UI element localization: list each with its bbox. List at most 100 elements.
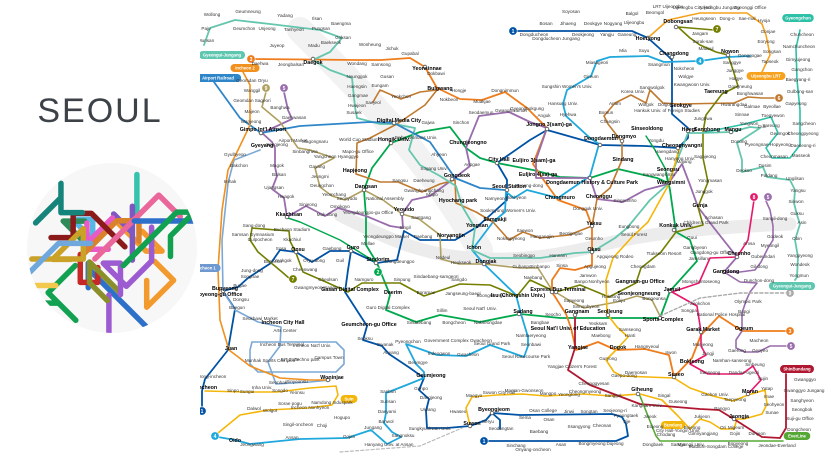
svg-text:Onsu: Onsu — [291, 247, 305, 253]
svg-text:Uijeongbu Jungang: Uijeongbu Jungang — [700, 5, 740, 10]
svg-text:4: 4 — [214, 434, 217, 440]
svg-text:Paldang: Paldang — [761, 173, 778, 178]
svg-text:Incheon Nat'l Univ.: Incheon Nat'l Univ. — [293, 343, 331, 348]
svg-text:Majang: Majang — [676, 159, 692, 164]
metro-logo-svg — [27, 163, 197, 333]
svg-text:Pungsan: Pungsan — [312, 26, 331, 31]
svg-text:Cheonmasan: Cheonmasan — [760, 154, 788, 159]
svg-text:Beomgol: Beomgol — [646, 10, 664, 15]
svg-text:Gajwa: Gajwa — [421, 120, 434, 125]
svg-text:Sillim: Sillim — [437, 308, 448, 313]
svg-text:Suwon: Suwon — [463, 421, 480, 427]
svg-text:Obin: Obin — [792, 236, 802, 241]
svg-text:Nonhyeon: Nonhyeon — [589, 279, 610, 284]
svg-text:Hongje: Hongje — [452, 88, 467, 93]
svg-text:Daeheung: Daeheung — [413, 178, 435, 183]
svg-text:Seolleung: Seolleung — [597, 309, 622, 315]
svg-text:Moran: Moran — [742, 389, 758, 395]
svg-text:Junghwa: Junghwa — [694, 116, 713, 121]
svg-text:Singil-oncheon: Singil-oncheon — [283, 422, 314, 427]
svg-text:Eungbong: Eungbong — [619, 224, 640, 229]
svg-text:Deokjeong: Deokjeong — [572, 32, 594, 37]
svg-text:Sanbon: Sanbon — [380, 389, 396, 394]
svg-text:Namdong Induspark: Namdong Induspark — [311, 400, 353, 405]
svg-text:Sorae pogu: Sorae pogu — [278, 401, 302, 406]
svg-text:9: 9 — [265, 86, 268, 92]
svg-text:Gunpo: Gunpo — [414, 386, 428, 391]
svg-text:Macheon: Macheon — [750, 338, 769, 343]
svg-text:Saetgang: Saetgang — [411, 215, 431, 220]
svg-text:Yeongtong: Yeongtong — [558, 392, 580, 397]
svg-text:Bucheon Stadium: Bucheon Stadium — [274, 227, 310, 232]
svg-text:Heungseon: Heungseon — [692, 16, 716, 21]
svg-text:Sinjeong: Sinjeong — [299, 202, 317, 207]
svg-text:Juyeop: Juyeop — [270, 43, 285, 48]
svg-text:Sinchon: Sinchon — [453, 120, 470, 125]
svg-text:Techno park: Techno park — [294, 357, 320, 362]
svg-text:Hwaseo: Hwaseo — [450, 409, 467, 414]
svg-text:Sae-mal: Sae-mal — [738, 16, 755, 21]
svg-text:Giheung: Giheung — [631, 387, 652, 393]
svg-text:Junggok: Junggok — [695, 189, 713, 194]
svg-text:Namyeong: Namyeong — [485, 196, 508, 201]
svg-text:Hoeryong: Hoeryong — [636, 36, 661, 42]
svg-text:Yangwon: Yangwon — [740, 121, 759, 126]
svg-text:Oido: Oido — [229, 438, 242, 444]
svg-text:City Hall-Yongin Univ.: City Hall-Yongin Univ. — [656, 428, 700, 433]
svg-text:Achasan: Achasan — [705, 215, 723, 220]
svg-text:Goksan: Goksan — [335, 35, 351, 40]
svg-text:Incheon Bus Terminal: Incheon Bus Terminal — [260, 342, 304, 347]
svg-text:Sogang Univ.: Sogang Univ. — [420, 166, 447, 171]
svg-text:Gyeongchun: Gyeongchun — [785, 16, 811, 21]
svg-text:Sujin: Sujin — [758, 376, 769, 381]
svg-text:8: 8 — [753, 195, 756, 201]
svg-text:Dongdaemun History & Culture P: Dongdaemun History & Culture Park — [546, 180, 638, 186]
svg-text:Muakjae: Muakjae — [473, 99, 491, 104]
svg-text:Dalwol: Dalwol — [247, 406, 261, 411]
svg-text:Konkuk Univ.: Konkuk Univ. — [659, 223, 693, 229]
svg-text:Wondang: Wondang — [347, 61, 367, 66]
svg-text:Kangnam Univ.: Kangnam Univ. — [631, 403, 662, 408]
svg-text:Byeongjeom: Byeongjeom — [478, 407, 510, 413]
svg-text:Bonghwasan: Bonghwasan — [737, 91, 764, 96]
svg-text:Cheongmyeong: Cheongmyeong — [569, 389, 602, 394]
svg-text:3: 3 — [250, 57, 253, 63]
svg-text:Incheon City Hall: Incheon City Hall — [262, 320, 305, 326]
svg-text:Wolgye: Wolgye — [678, 74, 694, 79]
svg-text:Suseo: Suseo — [668, 372, 685, 378]
svg-text:Gyeongbokgung: Gyeongbokgung — [510, 106, 544, 111]
svg-text:Gimpo Int'l Airport: Gimpo Int'l Airport — [240, 127, 287, 133]
svg-text:Seryu: Seryu — [482, 419, 494, 424]
svg-text:Sinsa: Sinsa — [556, 263, 568, 268]
svg-text:Gyeongui-Jungang: Gyeongui-Jungang — [773, 284, 812, 289]
svg-text:Dongducheon: Dongducheon — [520, 32, 549, 37]
svg-text:Yeokchon: Yeokchon — [391, 94, 411, 99]
svg-text:Myeong-dong: Myeong-dong — [515, 183, 544, 188]
svg-text:Wollong: Wollong — [204, 12, 221, 17]
svg-text:Jinwi: Jinwi — [564, 409, 574, 414]
svg-text:Imhak: Imhak — [224, 179, 237, 184]
svg-text:Paju: Paju — [201, 26, 211, 31]
svg-text:Sapyeong: Sapyeong — [564, 298, 585, 303]
svg-text:Children's Grand Park: Children's Grand Park — [683, 220, 729, 225]
svg-text:Sangbong: Sangbong — [694, 127, 720, 133]
svg-text:Gubeundari: Gubeundari — [751, 254, 775, 259]
svg-text:Hanyang Univ. at Ansan: Hanyang Univ. at Ansan — [365, 442, 414, 447]
svg-text:Songsan: Songsan — [763, 49, 782, 54]
svg-text:Sports Complex: Sports Complex — [643, 317, 684, 323]
svg-text:Sungshin Women's Univ.: Sungshin Women's Univ. — [542, 84, 593, 89]
svg-text:Dolgoji: Dolgoji — [658, 102, 672, 107]
svg-text:EverLine: EverLine — [788, 434, 806, 439]
svg-text:Stadium-Songdam College: Stadium-Songdam College — [689, 444, 744, 449]
svg-text:Sanggal: Sanggal — [605, 393, 622, 398]
svg-text:Seokchon: Seokchon — [690, 301, 711, 306]
svg-text:Bucheon: Bucheon — [264, 259, 283, 264]
svg-text:Bugae: Bugae — [233, 283, 247, 288]
svg-text:Dangjeong: Dangjeong — [420, 395, 443, 400]
svg-text:Seoul Grand Park: Seoul Grand Park — [474, 341, 511, 346]
svg-text:Haengsin: Haengsin — [347, 84, 367, 89]
svg-text:Baekseok: Baekseok — [321, 40, 342, 45]
svg-text:Munjeong: Munjeong — [693, 342, 714, 347]
